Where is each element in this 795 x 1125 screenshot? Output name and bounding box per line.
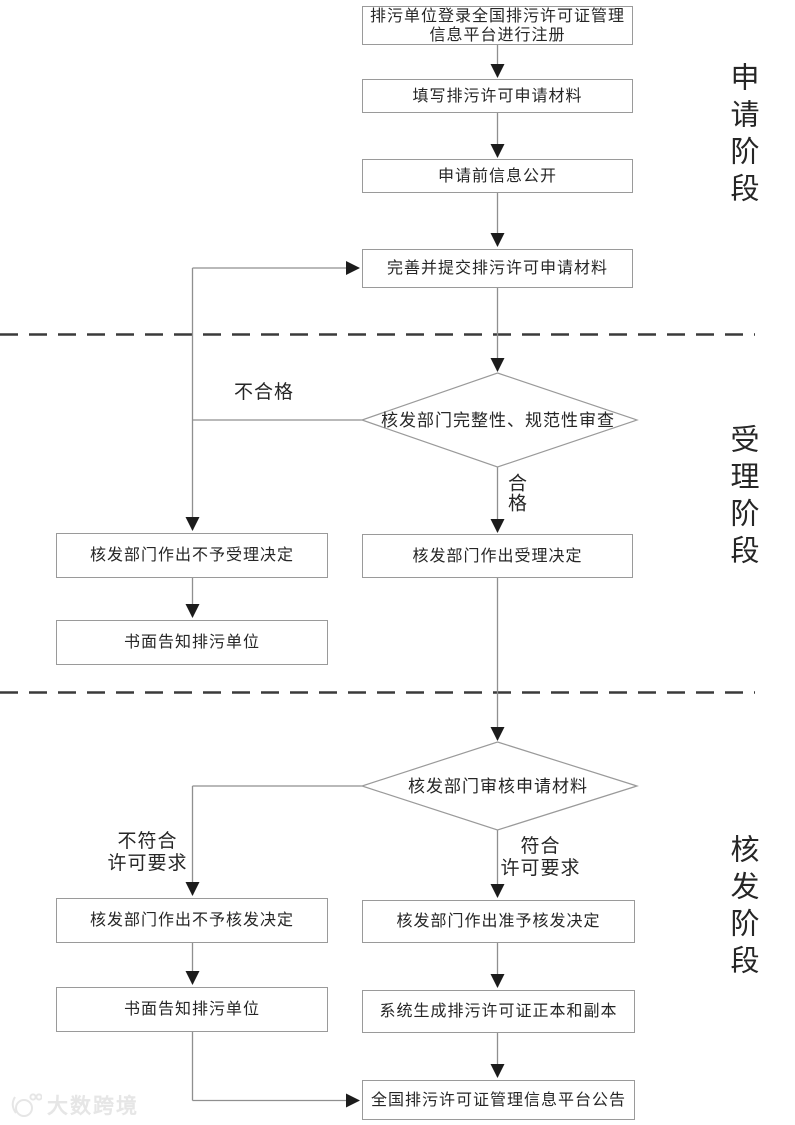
edge-label-qualified: 合格: [505, 473, 526, 513]
node-acceptance: 核发部门作出受理决定: [362, 534, 633, 578]
flow-arrows: [185, 45, 505, 1108]
decision-diamonds: [360, 372, 639, 831]
stage-label-apply: 申请阶段: [726, 62, 758, 210]
stage-separator-dashed-lines: [0, 333, 755, 694]
diamond-material-review-shape: [360, 741, 639, 831]
node-register: 排污单位登录全国排污许可证管理信息平台进行注册: [362, 6, 633, 45]
node-generate-cert: 系统生成排污许可证正本和副本: [362, 990, 635, 1033]
watermark-text: 大数跨境: [47, 1095, 139, 1118]
stage-label-accept: 受理阶段: [726, 424, 758, 572]
node-grant-issue: 核发部门作出准予核发决定: [362, 900, 635, 943]
edge-label-unqualified: 不合格: [233, 382, 294, 403]
node-submit-materials: 完善并提交排污许可申请材料: [362, 249, 633, 288]
watermark: 大数跨境: [8, 1090, 139, 1120]
edge-label-meet-requirements: 符合 许可要求: [500, 836, 581, 879]
node-platform-announce: 全国排污许可证管理信息平台公告: [362, 1080, 635, 1120]
diamond-completeness-check-shape: [360, 372, 639, 468]
node-no-acceptance: 核发部门作出不予受理决定: [56, 533, 328, 578]
node-written-notice-1: 书面告知排污单位: [56, 620, 328, 665]
edge-label-not-meet-requirements: 不符合 许可要求: [107, 831, 188, 874]
node-written-notice-2: 书面告知排污单位: [56, 987, 328, 1032]
decision-material-review-label: 核发部门审核申请材料: [408, 776, 588, 796]
stage-label-issue: 核发阶段: [726, 834, 758, 982]
node-fill-materials: 填写排污许可申请材料: [362, 79, 633, 113]
node-pre-disclosure: 申请前信息公开: [362, 159, 633, 193]
watermark-logo-icon: [11, 1093, 42, 1117]
node-no-issue: 核发部门作出不予核发决定: [56, 898, 328, 943]
decision-completeness-check-label: 核发部门完整性、规范性审查: [381, 410, 615, 430]
